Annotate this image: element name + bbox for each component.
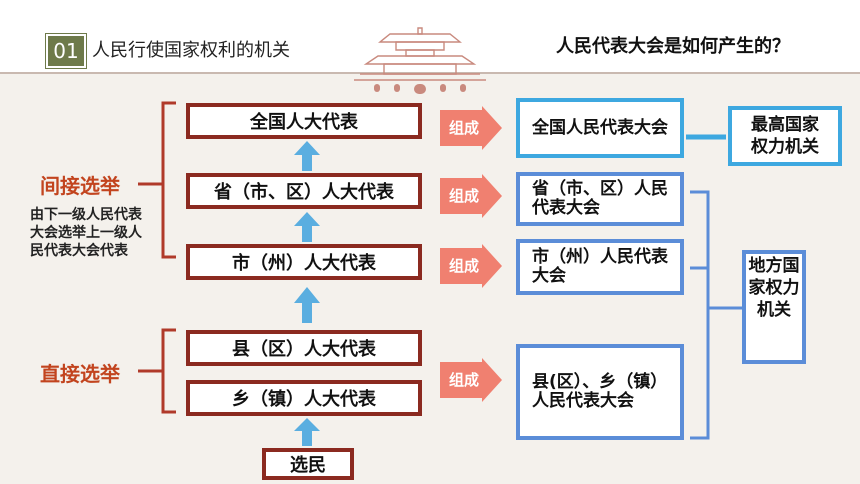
up-arrow-icon: [294, 287, 320, 323]
header-bar: [0, 0, 860, 74]
up-arrow-icon: [294, 418, 320, 446]
form-arrow: 组成: [440, 106, 502, 150]
deputy-province: 省（市、区）人大代表: [186, 173, 422, 209]
form-arrow-label: 组成: [448, 371, 479, 389]
header-divider: [0, 72, 860, 74]
form-arrow: 组成: [440, 358, 502, 402]
right-arrow-icon: [440, 106, 502, 150]
question-title: 人民代表大会是如何产生的？: [556, 36, 790, 57]
deputy-township: 乡（镇）人大代表: [186, 380, 422, 416]
up-arrow-icon: [294, 141, 320, 171]
congress-national: 全国人民代表大会: [516, 98, 684, 158]
congress-province: 省（市、区）人民代表大会: [516, 172, 684, 226]
form-arrow: 组成: [440, 244, 502, 288]
tiananmen-gate-icon: [354, 27, 486, 94]
form-arrow-label: 组成: [448, 257, 479, 275]
congress-city: 市（州）人民代表大会: [516, 239, 684, 295]
congress-county-township: 县(区）、乡（镇）人民代表大会: [516, 344, 684, 440]
deputy-county: 县（区）人大代表: [186, 330, 422, 366]
deputy-city: 市（州）人大代表: [186, 244, 422, 280]
form-arrow-label: 组成: [448, 187, 479, 205]
up-arrow-icon: [294, 212, 320, 242]
right-arrow-icon: [440, 244, 502, 288]
direct-election-label: 直接选举: [40, 362, 120, 386]
deputy-national: 全国人大代表: [186, 103, 422, 139]
local-organ-label: 地方国家权力机关: [748, 256, 800, 320]
form-arrow-label: 组成: [448, 119, 479, 137]
local-organ-box: [742, 250, 806, 364]
right-arrow-icon: [440, 358, 502, 402]
indirect-election-description: 由下一级人民代表大会选举上一级人民代表大会代表: [30, 207, 142, 259]
highest-organ-box: 最高国家权力机关: [728, 106, 842, 166]
right-arrow-icon: [440, 174, 502, 218]
voters-box: 选民: [262, 448, 354, 480]
indirect-election-label: 间接选举: [40, 174, 120, 198]
form-arrow: 组成: [440, 174, 502, 218]
section-title: 人民行使国家权利的机关: [92, 40, 290, 61]
section-number-badge: 01: [46, 34, 86, 68]
